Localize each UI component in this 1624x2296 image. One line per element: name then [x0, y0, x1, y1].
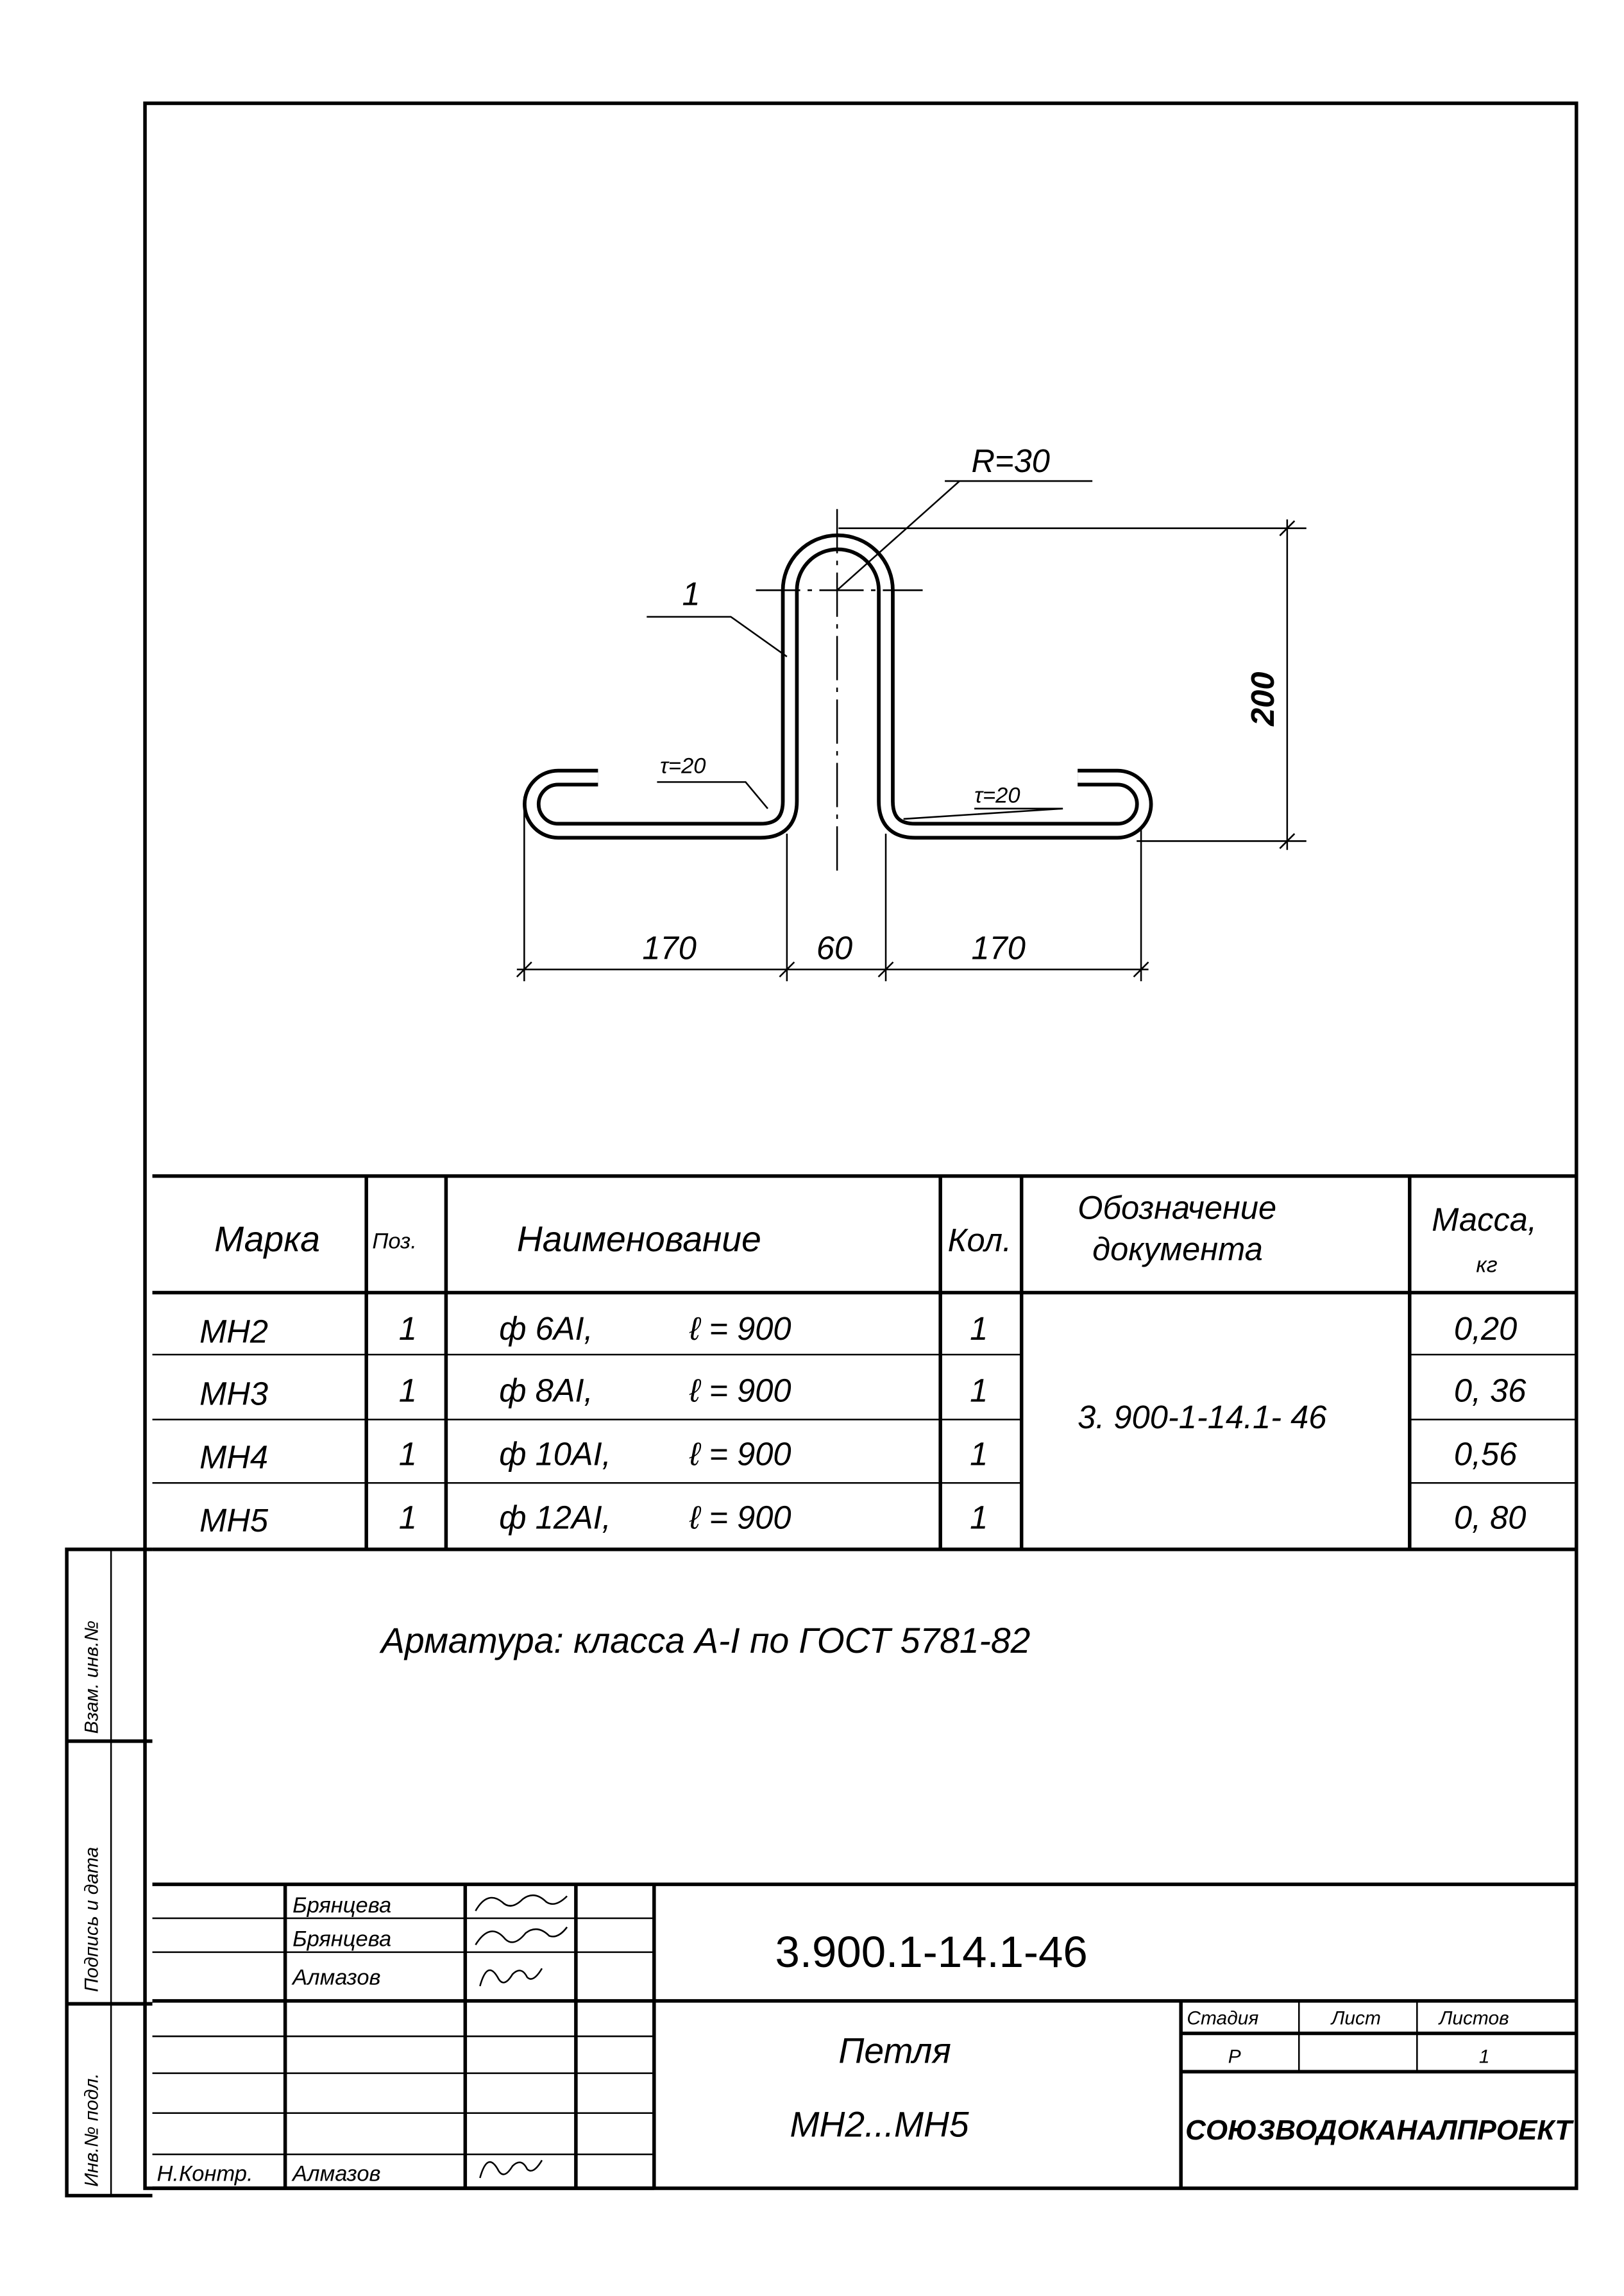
- norm-control-name: Алмазов: [291, 2162, 380, 2186]
- row-length: ℓ = 900: [689, 1499, 791, 1536]
- table-row: МН2 1 ф 6АI, ℓ = 900 1 0,20: [199, 1310, 1517, 1350]
- row-mass: 0,20: [1454, 1310, 1518, 1347]
- signer-name: Брянцева: [292, 1927, 391, 1952]
- title-line-1: Петля: [838, 2030, 951, 2070]
- row-pos: 1: [399, 1372, 417, 1409]
- row-mark: МН4: [199, 1439, 268, 1475]
- row-qty: 1: [970, 1310, 988, 1347]
- row-pos: 1: [399, 1436, 417, 1473]
- position-label: 1: [682, 575, 700, 612]
- norm-control-label: Н.Контр.: [156, 2162, 253, 2186]
- row-length: ℓ = 900: [689, 1436, 791, 1473]
- row-mark: МН5: [199, 1502, 269, 1539]
- row-bar: ф 8АI,: [499, 1372, 593, 1409]
- sheet-frame: [65, 101, 1578, 2198]
- document-designation: 3. 900-1-14.1- 46: [1078, 1399, 1327, 1435]
- side-label-replace-inv: Взам. инв.№: [81, 1621, 102, 1734]
- row-mass: 0, 80: [1454, 1499, 1527, 1536]
- row-mass: 0, 36: [1454, 1372, 1527, 1409]
- row-bar: ф 10АI,: [499, 1436, 611, 1473]
- row-bar: ф 12АI,: [499, 1499, 611, 1536]
- side-label-inv-orig: Инв.№ подл.: [81, 2073, 102, 2186]
- signature-marks: [475, 1895, 568, 2179]
- row-bar: ф 6АI,: [499, 1310, 593, 1347]
- row-mark: МН2: [199, 1313, 268, 1350]
- organization-name: СОЮЗВОДОКАНАЛПРОЕКТ: [1185, 2115, 1574, 2146]
- row-length: ℓ = 900: [689, 1310, 791, 1347]
- height-dimension: 200: [1244, 672, 1281, 727]
- bend-radius-left-label: τ=20: [660, 754, 706, 779]
- row-mass: 0,56: [1454, 1436, 1518, 1473]
- header-document-1: Обозначение: [1078, 1189, 1276, 1226]
- stage-label: Стадия: [1187, 2008, 1258, 2029]
- table-row: МН4 1 ф 10АI, ℓ = 900 1 0,56: [199, 1436, 1518, 1476]
- row-qty: 1: [970, 1372, 988, 1409]
- dimension-left: 170: [642, 930, 696, 967]
- header-document-2: документа: [1092, 1231, 1263, 1267]
- row-mark: МН3: [199, 1375, 268, 1412]
- title-block-grid: [152, 1882, 1577, 2190]
- row-length: ℓ = 900: [689, 1372, 791, 1409]
- signer-name: Алмазов: [291, 1966, 380, 1990]
- row-pos: 1: [399, 1310, 417, 1347]
- sheet-label: Лист: [1330, 2008, 1381, 2029]
- dimension-center: 60: [816, 930, 852, 967]
- table-row: МН5 1 ф 12АI, ℓ = 900 1 0, 80: [199, 1499, 1526, 1539]
- specification-table-grid: [152, 1174, 1577, 1551]
- side-label-sign-date: Подпись и дата: [81, 1847, 102, 1992]
- header-name: Наименование: [517, 1219, 761, 1259]
- header-mass-2: кг: [1476, 1253, 1497, 1277]
- radius-label: R=30: [971, 443, 1049, 479]
- header-pos: Поз.: [372, 1229, 416, 1253]
- header-mass-1: Масса,: [1432, 1201, 1537, 1238]
- bend-radius-right-label: τ=20: [974, 784, 1020, 808]
- document-code: 3.900.1-14.1-46: [775, 1927, 1087, 1977]
- stage-value: Р: [1228, 2046, 1241, 2067]
- sheets-label: Листов: [1438, 2008, 1509, 2029]
- row-qty: 1: [970, 1499, 988, 1536]
- reinforcement-note: Арматура: класса А-I по ГОСТ 5781-82: [379, 1621, 1030, 1660]
- sheets-value: 1: [1479, 2046, 1490, 2067]
- header-mark: Марка: [214, 1219, 320, 1259]
- row-pos: 1: [399, 1499, 417, 1536]
- dimension-right: 170: [971, 930, 1025, 967]
- loop-drawing: [516, 480, 1307, 982]
- header-qty: Кол.: [948, 1222, 1011, 1258]
- title-line-2: МН2...МН5: [790, 2105, 968, 2145]
- row-qty: 1: [970, 1436, 988, 1473]
- signer-name: Брянцева: [292, 1893, 391, 1918]
- table-row: МН3 1 ф 8АI, ℓ = 900 1 0, 36: [199, 1372, 1527, 1412]
